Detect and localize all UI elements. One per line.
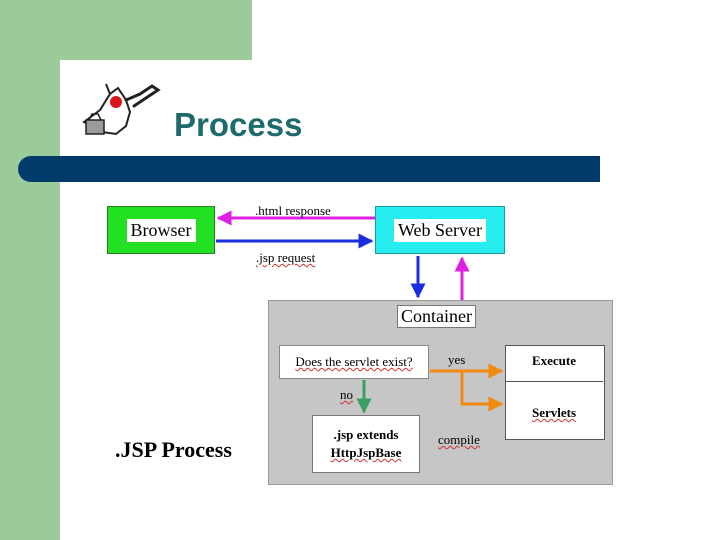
browser-node: Browser bbox=[107, 206, 215, 254]
execute-servlets-box bbox=[505, 345, 605, 440]
servlet-exists-question: Does the servlet exist? bbox=[279, 345, 429, 379]
compile-label: compile bbox=[438, 432, 480, 447]
jsp-extends-line1: .jsp extends bbox=[333, 427, 399, 442]
slide-title: Process bbox=[174, 106, 303, 143]
compile-arrow bbox=[460, 372, 504, 412]
web-server-label: Web Server bbox=[393, 218, 486, 242]
html-response-label: .html response bbox=[255, 203, 331, 218]
execute-divider bbox=[505, 381, 603, 382]
jsp-extends-line2: HttpJspBase bbox=[330, 445, 402, 460]
top-band-decoration bbox=[60, 0, 252, 60]
execute-label: Execute bbox=[531, 353, 577, 368]
jsp-process-caption: .JSP Process bbox=[115, 437, 232, 462]
browser-label: Browser bbox=[126, 218, 196, 242]
yes-label: yes bbox=[448, 352, 466, 367]
no-label: no bbox=[340, 387, 353, 402]
title-underline-bar bbox=[18, 156, 600, 182]
duke-mascot-icon bbox=[82, 83, 161, 136]
servlets-label: Servlets bbox=[531, 405, 577, 420]
jsp-extends-box: .jsp extends HttpJspBase bbox=[312, 415, 420, 473]
container-label: Container bbox=[397, 305, 476, 328]
jsp-request-label: .jsp request bbox=[256, 250, 316, 265]
sidebar-decoration bbox=[0, 0, 60, 540]
web-server-node: Web Server bbox=[375, 206, 505, 254]
question-text: Does the servlet exist? bbox=[295, 354, 413, 369]
